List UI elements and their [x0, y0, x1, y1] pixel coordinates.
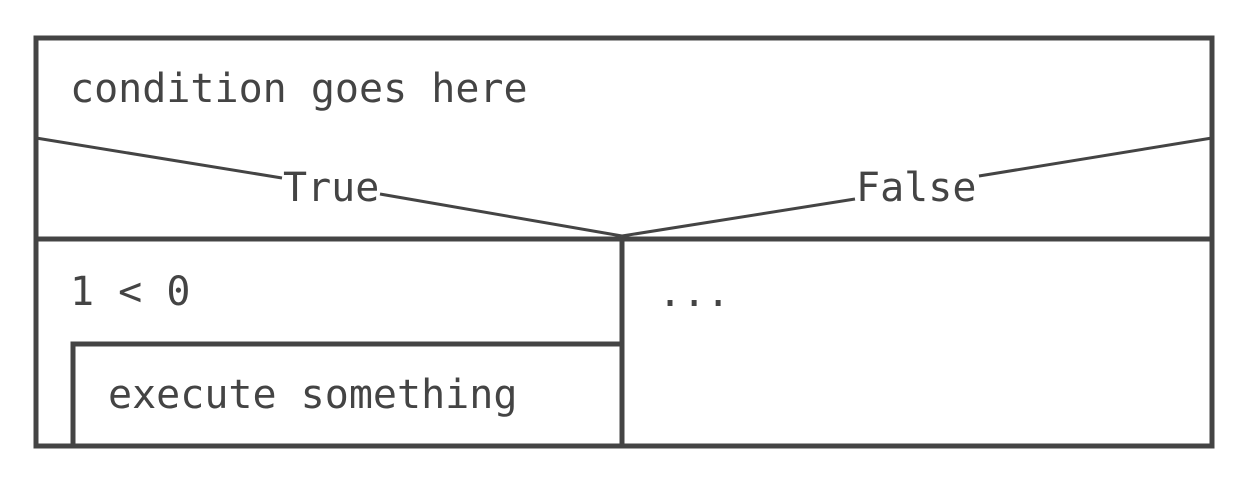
false-branch-content: ...: [658, 270, 730, 316]
true-label: True: [283, 165, 379, 211]
false-diagonal-upper: [978, 136, 1213, 178]
condition-text: condition goes here: [70, 66, 528, 112]
true-diagonal-upper: [35, 136, 283, 180]
false-diagonal-lower: [621, 197, 856, 238]
nested-action-block: [70, 341, 622, 446]
true-diagonal-lower: [379, 192, 623, 238]
true-branch-condition: 1 < 0: [70, 269, 190, 315]
false-label: False: [856, 165, 976, 211]
true-branch-action: execute something: [108, 372, 517, 418]
